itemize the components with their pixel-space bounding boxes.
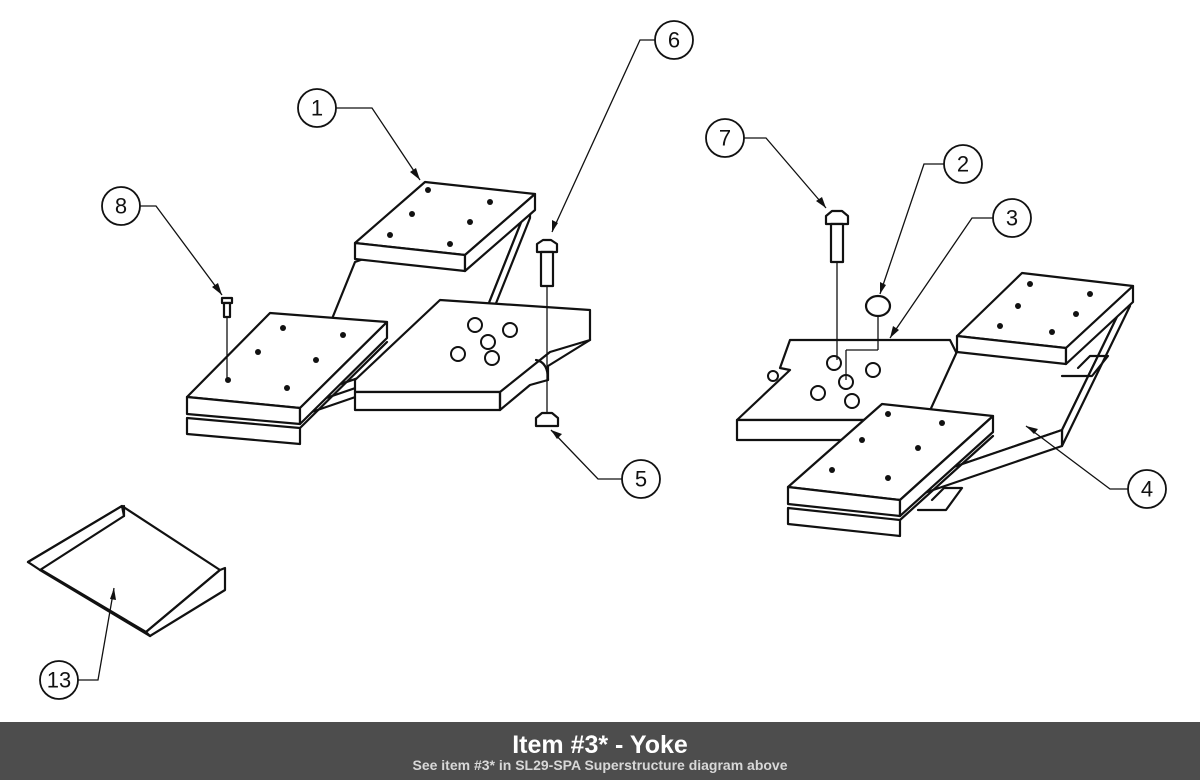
tray-part [26, 504, 227, 638]
callout-6: 6 [654, 20, 694, 60]
callout-3-label: 3 [1006, 206, 1018, 231]
callout-8-label: 8 [115, 194, 127, 219]
callout-1-label: 1 [311, 96, 323, 121]
leader-lines [78, 39, 1128, 681]
caption-subtitle: See item #3* in SL29-SPA Superstructure … [412, 757, 788, 773]
callout-2-label: 2 [957, 152, 969, 177]
callout-2: 2 [943, 144, 983, 184]
right-yoke-assembly [735, 209, 1135, 538]
callout-6-label: 6 [668, 28, 680, 53]
callout-5: 5 [621, 459, 661, 499]
callout-4-label: 4 [1141, 477, 1153, 502]
right-plug [845, 294, 892, 380]
caption-bar: Item #3* - Yoke See item #3* in SL29-SPA… [0, 722, 1200, 780]
right-bolt [824, 209, 850, 360]
callout-13-label: 13 [47, 668, 71, 693]
callout-13: 13 [39, 660, 79, 700]
parts-diagram: 1 2 3 4 5 6 7 8 13 [26, 20, 1167, 700]
right-handle-upper [1060, 354, 1110, 378]
callout-3: 3 [992, 198, 1032, 238]
left-nut [534, 411, 560, 428]
left-yoke-assembly [185, 180, 592, 446]
callout-1: 1 [297, 88, 337, 128]
left-screw [220, 296, 234, 380]
right-handle-lower [916, 486, 964, 512]
callout-7-label: 7 [719, 126, 731, 151]
callout-5-label: 5 [635, 467, 647, 492]
caption-title: Item #3* - Yoke [512, 731, 688, 759]
callout-8: 8 [101, 186, 141, 226]
left-bolt [535, 238, 559, 418]
callout-7: 7 [705, 118, 745, 158]
callout-4: 4 [1127, 469, 1167, 509]
